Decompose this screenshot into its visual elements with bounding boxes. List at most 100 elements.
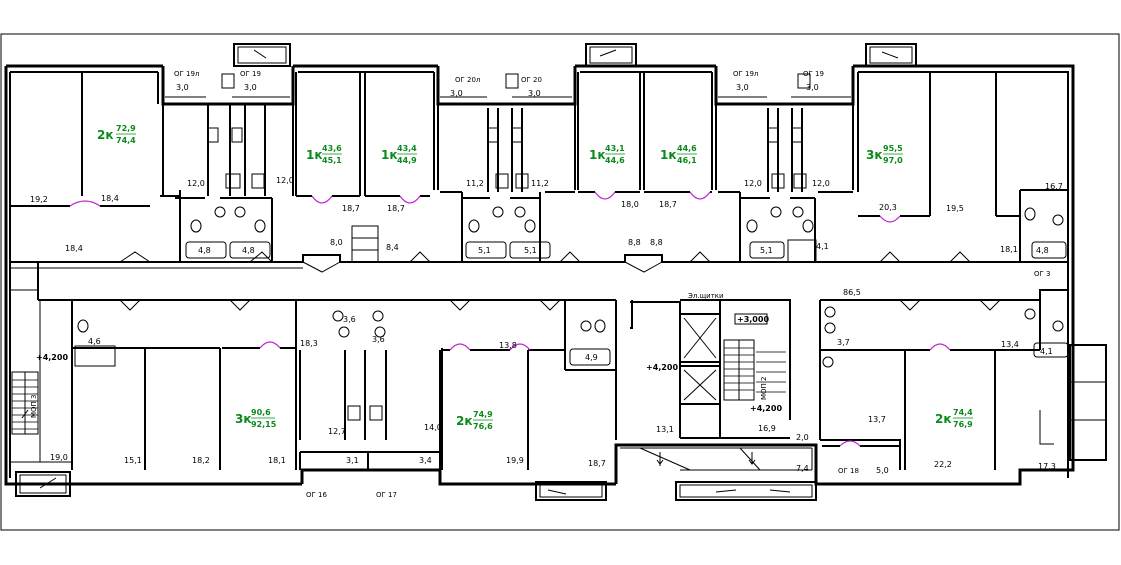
bottom-rooms bbox=[10, 299, 1041, 470]
apt-living: 95,5 bbox=[883, 144, 903, 153]
apt-rooms: 2к bbox=[97, 128, 114, 142]
label-electrical-panels: Эл.щитки bbox=[688, 292, 724, 300]
room-area: 5,1 bbox=[760, 246, 773, 255]
apt-rooms: 2к bbox=[935, 412, 952, 426]
outer-walls bbox=[4, 64, 1075, 486]
label-og19l: ОГ 19л bbox=[174, 70, 199, 78]
room-area: 3,0 bbox=[806, 83, 819, 92]
ventilation-shafts bbox=[207, 73, 811, 421]
room-area: 13,1 bbox=[656, 425, 674, 434]
room-area: 17,3 bbox=[1038, 462, 1056, 471]
annotations: ОГ 19л ОГ 19 ОГ 20л ОГ 20 ОГ 19л ОГ 19 О… bbox=[30, 70, 1050, 499]
room-area: 3,1 bbox=[346, 456, 359, 465]
room-area: 18,2 bbox=[192, 456, 210, 465]
apt-label-5: 3к 95,5 97,0 bbox=[866, 144, 903, 165]
room-area: 12,0 bbox=[276, 176, 294, 185]
room-area: 13,7 bbox=[868, 415, 886, 424]
apt-total: 92,15 bbox=[251, 420, 277, 429]
room-area: 3,4 bbox=[419, 456, 432, 465]
label-og19: ОГ 19 bbox=[803, 70, 824, 78]
apt-label-1: 1к 43,6 45,1 bbox=[306, 144, 342, 165]
apt-living: 74,9 bbox=[473, 410, 493, 419]
apartment-labels: 2к 72,9 74,4 1к 43,6 45,1 1к 43,4 44,9 1… bbox=[97, 124, 973, 431]
room-area: 22,2 bbox=[934, 460, 952, 469]
lobby-flights bbox=[620, 447, 813, 471]
room-area: 12,0 bbox=[812, 179, 830, 188]
balconies bbox=[15, 43, 1107, 501]
apt-rooms: 1к bbox=[589, 148, 606, 162]
apt-label-0: 2к 72,9 74,4 bbox=[97, 124, 136, 145]
room-area: 19,9 bbox=[506, 456, 524, 465]
label-og20l: ОГ 20л bbox=[455, 76, 480, 84]
room-area: 18,1 bbox=[1000, 245, 1018, 254]
apt-living: 43,6 bbox=[322, 144, 342, 153]
room-area: 16,9 bbox=[758, 424, 776, 433]
room-area: 3,6 bbox=[343, 315, 356, 324]
room-area: 19,2 bbox=[30, 195, 48, 204]
staircase-mid bbox=[723, 339, 786, 401]
apt-label-3: 1к 43,1 44,6 bbox=[589, 144, 625, 165]
top-rooms bbox=[10, 72, 1068, 263]
room-area: 3,0 bbox=[528, 89, 541, 98]
staircase-left bbox=[11, 371, 39, 435]
room-area: 18,4 bbox=[65, 244, 83, 253]
label-og19l: ОГ 19л bbox=[733, 70, 758, 78]
room-area: 5,0 bbox=[876, 466, 889, 475]
apt-rooms: 2к bbox=[456, 414, 473, 428]
room-area: 4,1 bbox=[1040, 347, 1053, 356]
room-area: 12,0 bbox=[187, 179, 205, 188]
apt-label-7: 2к 74,9 76,6 bbox=[456, 410, 493, 431]
apt-total: 74,4 bbox=[116, 136, 136, 145]
room-area: 3,0 bbox=[176, 83, 189, 92]
label-mop3: МОП 3 bbox=[30, 395, 38, 419]
apt-label-8: 2к 74,4 76,9 bbox=[935, 408, 973, 429]
room-area: 3,7 bbox=[837, 338, 850, 347]
room-area: 4,8 bbox=[242, 246, 255, 255]
level-mark-left: +4,200 bbox=[36, 353, 68, 362]
room-area: 3,0 bbox=[244, 83, 257, 92]
room-area: 11,2 bbox=[531, 179, 549, 188]
plumbing-fixtures bbox=[74, 206, 1069, 368]
drawing-frame bbox=[0, 33, 1120, 531]
room-area: 18,0 bbox=[621, 200, 639, 209]
label-og20: ОГ 20 bbox=[521, 76, 542, 84]
room-area: 19,0 bbox=[50, 453, 68, 462]
room-area: 86,5 bbox=[843, 288, 861, 297]
room-area: 3,0 bbox=[736, 83, 749, 92]
room-area: 5,1 bbox=[478, 246, 491, 255]
room-area: 13,4 bbox=[1001, 340, 1019, 349]
apt-total: 76,9 bbox=[953, 420, 973, 429]
stair-arrows bbox=[21, 409, 1054, 465]
room-area: 3,0 bbox=[450, 89, 463, 98]
room-area: 14,0 bbox=[424, 423, 442, 432]
room-area: 4,8 bbox=[198, 246, 211, 255]
room-area: 12,7 bbox=[328, 427, 346, 436]
room-area: 18,7 bbox=[387, 204, 405, 213]
apt-total: 45,1 bbox=[322, 156, 342, 165]
apt-total: 44,9 bbox=[397, 156, 417, 165]
room-area: 18,1 bbox=[268, 456, 286, 465]
room-areas: 19,2 18,4 12,0 12,0 18,7 18,7 11,2 11,2 … bbox=[30, 83, 1063, 475]
label-og16: ОГ 16 bbox=[306, 491, 327, 499]
label-og3: ОГ 3 bbox=[1034, 270, 1050, 278]
level-mark-lift: +3,000 bbox=[737, 315, 769, 324]
apt-total: 97,0 bbox=[883, 156, 903, 165]
apt-living: 90,6 bbox=[251, 408, 271, 417]
room-area: 7,4 bbox=[796, 464, 809, 473]
label-og18: ОГ 18 bbox=[838, 467, 859, 475]
room-area: 8,8 bbox=[650, 238, 663, 247]
door-swings bbox=[69, 191, 951, 447]
room-area: 12,0 bbox=[744, 179, 762, 188]
room-area: 18,3 bbox=[300, 339, 318, 348]
room-area: 8,0 bbox=[330, 238, 343, 247]
room-area: 18,7 bbox=[342, 204, 360, 213]
apt-living: 43,1 bbox=[605, 144, 625, 153]
room-area: 2,0 bbox=[796, 433, 809, 442]
apt-rooms: 3к bbox=[866, 148, 883, 162]
corridor-doors bbox=[119, 251, 1001, 311]
room-area: 8,4 bbox=[386, 243, 399, 252]
apt-rooms: 1к bbox=[381, 148, 398, 162]
apt-total: 46,1 bbox=[677, 156, 697, 165]
room-area: 18,7 bbox=[588, 459, 606, 468]
